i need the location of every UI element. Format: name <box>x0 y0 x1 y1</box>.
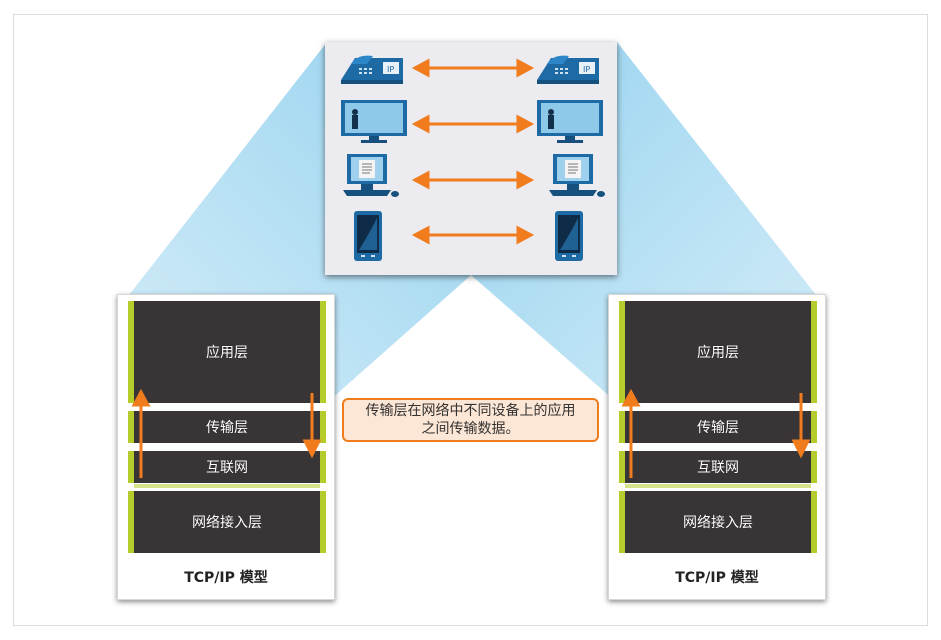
video-monitor-icon <box>341 100 407 143</box>
tcpip-model-right: 应用层 传输层 互联网 网络接入层 TCP/IP 模型 <box>608 294 826 600</box>
devices-panel: IP IP <box>325 42 617 275</box>
smartphone-icon <box>555 211 583 261</box>
callout-line-1: 传输层在网络中不同设备上的应用 <box>365 403 576 419</box>
layer-divider <box>134 484 320 488</box>
internet-layer: 互联网 <box>619 451 817 483</box>
double-arrow-icon <box>411 170 535 190</box>
model-title: TCP/IP 模型 <box>184 570 268 586</box>
svg-text:IP: IP <box>583 65 590 74</box>
model-title: TCP/IP 模型 <box>675 570 759 586</box>
callout-line-2: 之间传输数据。 <box>421 421 520 437</box>
network-access-layer: 网络接入层 <box>619 491 817 553</box>
ip-phone-icon: IP <box>341 55 403 84</box>
double-arrow-icon <box>411 114 535 134</box>
transport-layer: 传输层 <box>128 411 326 443</box>
layer-divider <box>625 484 811 488</box>
application-layer: 应用层 <box>619 301 817 403</box>
double-arrow-icon <box>411 225 535 245</box>
ip-phone-icon: IP <box>537 55 599 84</box>
internet-layer: 互联网 <box>128 451 326 483</box>
application-layer: 应用层 <box>128 301 326 403</box>
desktop-computer-icon <box>549 154 605 197</box>
transport-layer: 传输层 <box>619 411 817 443</box>
video-monitor-icon <box>537 100 603 143</box>
svg-text:IP: IP <box>387 65 394 74</box>
double-arrow-icon <box>411 58 535 78</box>
network-access-layer: 网络接入层 <box>128 491 326 553</box>
tcpip-model-left: 应用层 传输层 互联网 网络接入层 TCP/IP 模型 <box>117 294 335 600</box>
smartphone-icon <box>354 211 382 261</box>
transport-layer-callout: 传输层在网络中不同设备上的应用 之间传输数据。 <box>342 398 599 442</box>
desktop-computer-icon <box>343 154 399 197</box>
